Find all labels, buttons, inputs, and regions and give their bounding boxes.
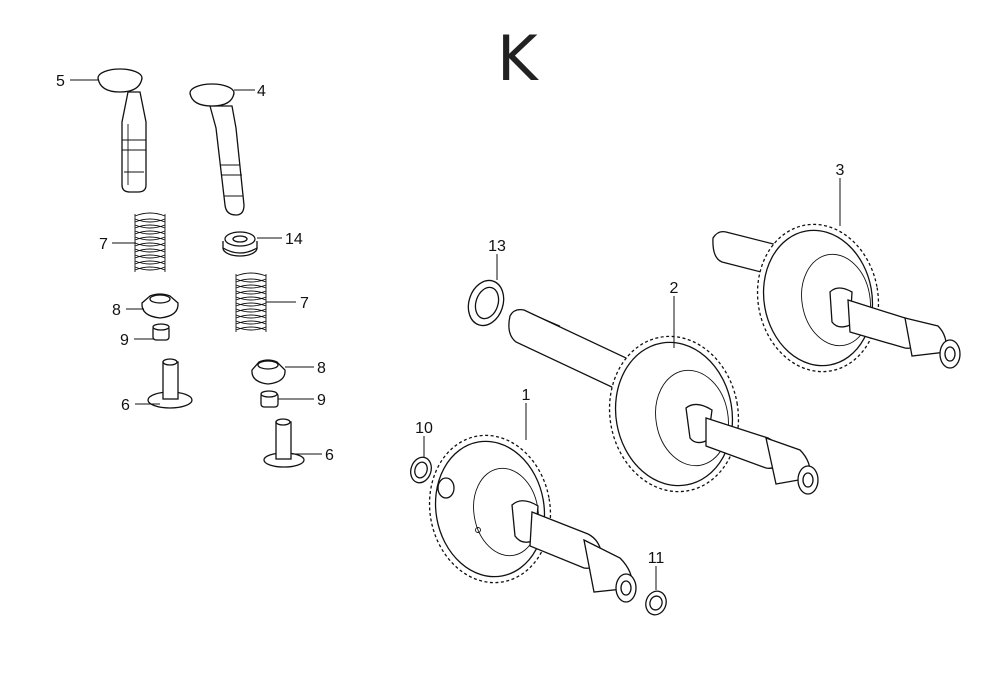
- callouts: 5 4 7 14 7 8 9 8 9 6 6 13 2 3 1 10 11: [56, 73, 845, 567]
- tappet-6-right: [263, 418, 305, 468]
- valve-spring-7-left: [134, 211, 166, 275]
- spring-retainer-8-left: [141, 293, 179, 319]
- callout-13: 13: [488, 238, 506, 255]
- washer-13: [467, 279, 505, 327]
- collet-9-right: [260, 390, 279, 408]
- tappet-6-left: [147, 358, 193, 409]
- sheet-letter: K: [497, 22, 538, 95]
- camshaft-1: [428, 434, 637, 603]
- callout-6-right: 6: [325, 447, 334, 464]
- callout-7-left: 7: [99, 236, 108, 253]
- callout-2: 2: [670, 280, 679, 297]
- valve-5: [97, 68, 147, 193]
- leader-lines: [70, 79, 841, 590]
- callout-1: 1: [522, 387, 531, 404]
- callout-5: 5: [56, 73, 65, 90]
- camshaft-2: [508, 308, 819, 495]
- stem-seal-14: [222, 231, 258, 257]
- washer-11: [645, 590, 667, 616]
- spring-retainer-8-right: [251, 359, 286, 385]
- callout-3: 3: [836, 162, 845, 179]
- callout-7-right: 7: [300, 295, 309, 312]
- callout-8-left: 8: [112, 302, 121, 319]
- callout-10: 10: [415, 420, 433, 437]
- washer-10: [410, 456, 432, 484]
- valve-4: [189, 83, 245, 216]
- callout-8-right: 8: [317, 360, 326, 377]
- callout-9-right: 9: [317, 392, 326, 409]
- callout-11: 11: [648, 550, 665, 567]
- callout-9-left: 9: [120, 332, 129, 349]
- callout-6-left: 6: [121, 397, 130, 414]
- camshaft-3: [712, 223, 961, 373]
- callout-14: 14: [285, 231, 303, 248]
- callout-4: 4: [257, 83, 266, 100]
- valve-spring-7-right: [235, 271, 267, 335]
- collet-9-left: [152, 323, 170, 341]
